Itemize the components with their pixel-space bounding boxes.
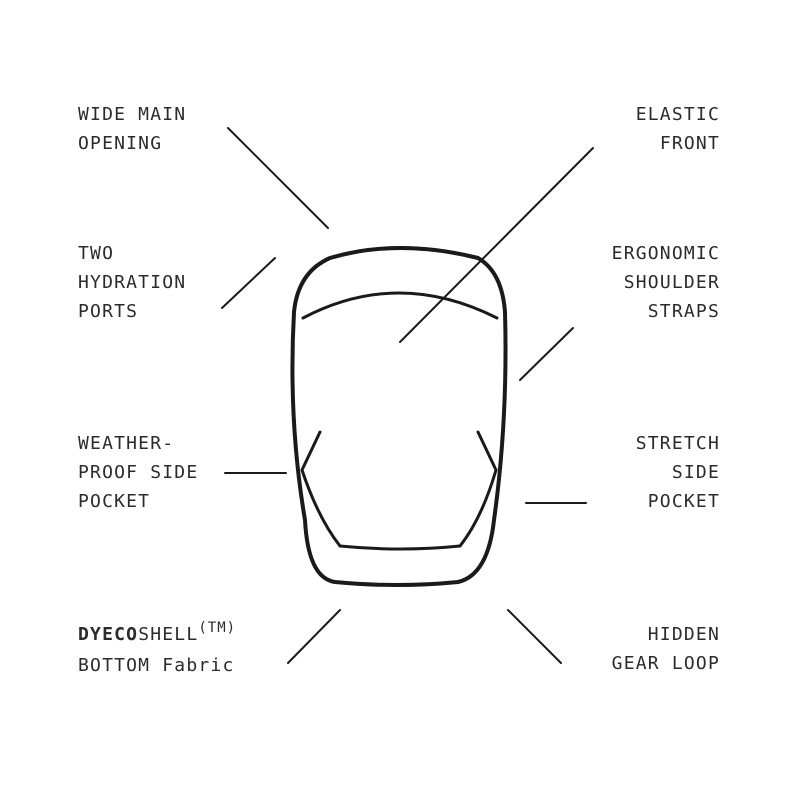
label-line: POCKET	[78, 491, 151, 512]
label-line: HIDDEN	[647, 624, 720, 645]
label-line: ERGONOMIC	[611, 243, 720, 264]
label-line: DYECOSHELL(TM)	[78, 620, 236, 651]
leader-two-hydration-ports	[221, 257, 276, 309]
label-hidden-gear-loop: HIDDEN GEAR LOOP	[612, 620, 720, 678]
label-line: PROOF SIDE	[78, 462, 199, 483]
label-line: SHOULDER	[623, 272, 720, 293]
leader-dyecoshell-bottom	[287, 609, 341, 664]
label-line: WEATHER-	[78, 433, 175, 454]
label-wide-main-opening: WIDE MAIN OPENING	[78, 100, 186, 158]
label-line: STRAPS	[647, 301, 720, 322]
label-dyecoshell-bottom: DYECOSHELL(TM) BOTTOM Fabric	[78, 620, 236, 680]
leader-ergonomic-shoulder-straps	[519, 327, 574, 381]
label-line: OPENING	[78, 133, 163, 154]
bottom-panel-seam	[338, 544, 462, 551]
brand-bold: DYECO	[78, 624, 139, 645]
leader-elastic-front	[399, 147, 594, 343]
label-stretch-side-pocket: STRETCH SIDE POCKET	[636, 429, 720, 516]
label-line: PORTS	[78, 301, 139, 322]
leader-wide-main-opening	[227, 127, 329, 229]
brand-regular: SHELL	[138, 624, 199, 645]
label-elastic-front: ELASTIC FRONT	[636, 100, 720, 158]
trademark: (TM)	[198, 620, 237, 636]
leader-hidden-gear-loop	[507, 609, 562, 664]
label-line: HYDRATION	[78, 272, 187, 293]
label-line: GEAR LOOP	[611, 653, 720, 674]
label-two-hydration-ports: TWO HYDRATION PORTS	[78, 239, 186, 326]
right-side-pocket-seam	[458, 430, 498, 548]
label-line: BOTTOM Fabric	[78, 655, 235, 676]
left-side-pocket-seam	[300, 430, 342, 548]
label-line: ELASTIC	[635, 104, 720, 125]
label-line: STRETCH	[635, 433, 720, 454]
leader-lines	[221, 127, 594, 664]
label-weatherproof-side-pocket: WEATHER- PROOF SIDE POCKET	[78, 429, 198, 516]
label-ergonomic-shoulder-straps: ERGONOMIC SHOULDER STRAPS	[612, 239, 720, 326]
label-line: FRONT	[659, 133, 720, 154]
label-line: TWO	[78, 243, 115, 264]
backpack-body	[290, 246, 508, 587]
label-line: POCKET	[647, 491, 720, 512]
label-line: WIDE MAIN	[78, 104, 187, 125]
top-flap-seam	[301, 291, 499, 320]
backpack-outline	[290, 246, 508, 587]
label-line: SIDE	[671, 462, 720, 483]
